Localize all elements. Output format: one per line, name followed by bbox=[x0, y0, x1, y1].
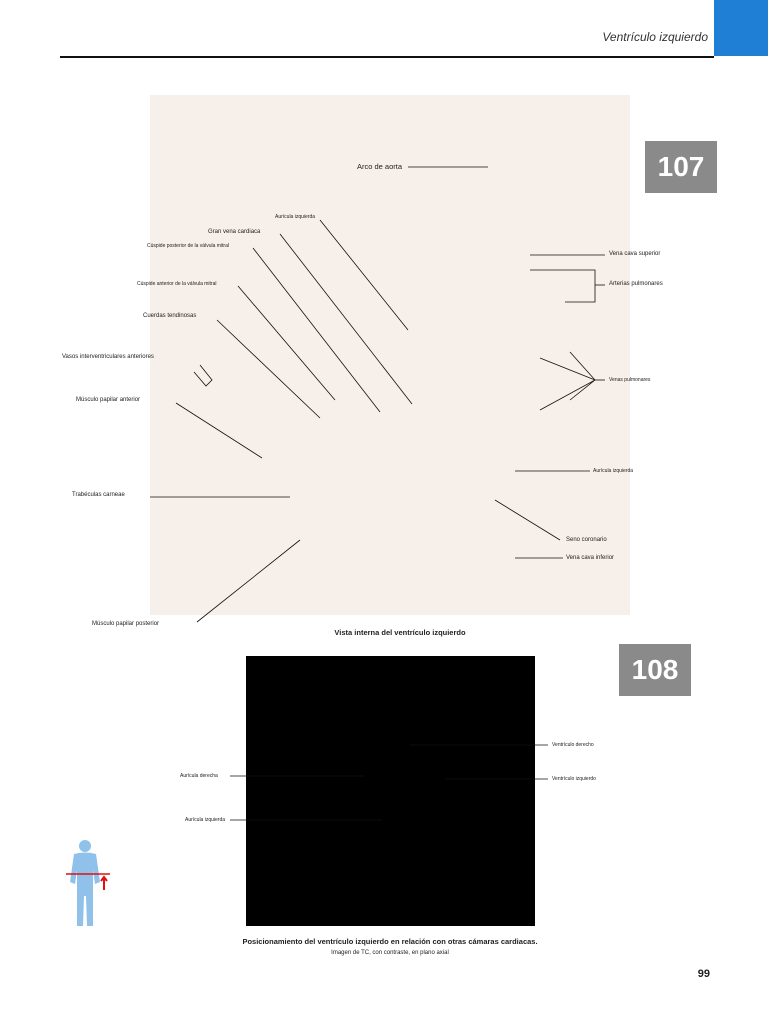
label-cuspide-posterior: Cúspide posterior de la válvula mitral bbox=[147, 243, 229, 249]
label-auricula-izquierda-ct: Aurícula izquierda bbox=[185, 817, 226, 823]
figure2-caption: Posicionamiento del ventrículo izquierdo… bbox=[150, 937, 630, 956]
header-divider bbox=[60, 56, 714, 58]
label-ventriculo-derecho: Ventrículo derecho bbox=[552, 742, 594, 748]
label-cuerdas-tendinosas: Cuerdas tendinosas bbox=[143, 313, 197, 319]
figure1-caption-text: Vista interna del ventrículo izquierdo bbox=[334, 628, 466, 637]
label-vena-cava-inferior: Vena cava inferior bbox=[566, 555, 615, 561]
heart-illustration-image bbox=[150, 95, 630, 615]
ct-scan-image bbox=[246, 656, 535, 926]
label-vasos-interventriculares: Vasos interventriculares anteriores bbox=[62, 354, 154, 360]
label-venas-pulmonares: Venas pulmonares bbox=[609, 377, 651, 383]
label-musculo-papilar-posterior: Músculo papilar posterior bbox=[92, 621, 160, 627]
label-vena-cava-superior: Vena cava superior bbox=[609, 251, 661, 257]
label-auricula-derecha: Aurícula derecha bbox=[180, 773, 218, 779]
figure2-caption-title: Posicionamiento del ventrículo izquierdo… bbox=[242, 937, 538, 946]
label-auricula-izquierda-right: Aurícula izquierda bbox=[593, 468, 634, 474]
label-musculo-papilar-anterior: Músculo papilar anterior bbox=[76, 397, 141, 403]
figure2-caption-subtitle: Imagen de TC, con contraste, en plano ax… bbox=[331, 950, 449, 956]
label-seno-coronario: Seno coronario bbox=[566, 537, 607, 543]
figure1-caption: Vista interna del ventrículo izquierdo bbox=[250, 628, 550, 637]
label-gran-vena-cardiaca: Gran vena cardiaca bbox=[208, 229, 261, 235]
plate-number-badge: 107 bbox=[645, 141, 717, 193]
body-locator-icon bbox=[66, 840, 110, 926]
plate-number-badge: 108 bbox=[619, 644, 691, 696]
chapter-tab bbox=[714, 0, 768, 56]
section-title: Ventrículo izquierdo bbox=[602, 30, 708, 44]
label-arco-aorta: Arco de aorta bbox=[357, 162, 403, 171]
label-ventriculo-izquierdo: Ventrículo izquierdo bbox=[552, 776, 596, 782]
label-arterias-pulmonares: Arterias pulmonares bbox=[609, 281, 663, 287]
page-number: 99 bbox=[697, 968, 710, 980]
label-cuspide-anterior: Cúspide anterior de la válvula mitral bbox=[137, 281, 217, 287]
label-trabeculas-carneae: Trabéculas carneae bbox=[72, 492, 125, 498]
label-auricula-izquierda-top: Aurícula izquierda bbox=[275, 214, 316, 220]
